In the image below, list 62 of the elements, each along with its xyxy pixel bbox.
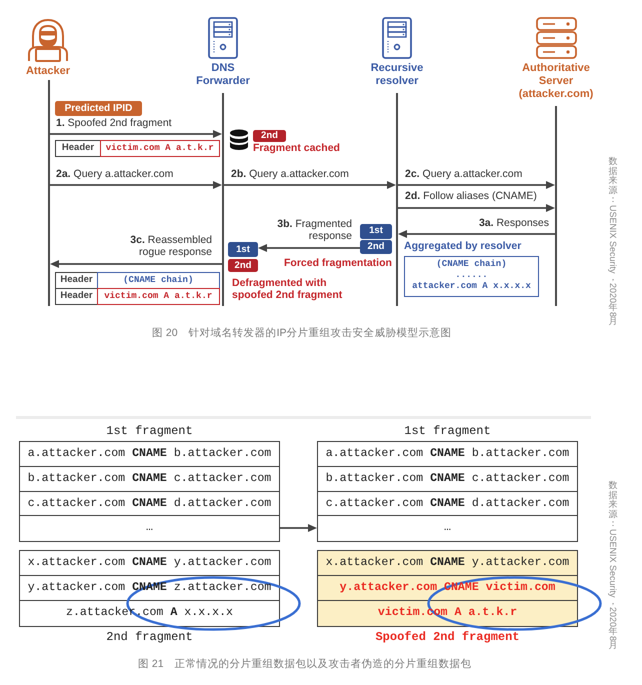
edge-label: 3b. Fragmented response [276, 218, 352, 242]
table-row: a.attacker.com CNAME b.attacker.com [317, 441, 578, 468]
arrow [398, 181, 555, 189]
table-heading: 2nd fragment [105, 630, 194, 644]
box-heading: Aggregated by resolver [404, 240, 522, 253]
edge-label: 3a. Responses [478, 217, 549, 229]
fragment-tag: 2nd [228, 259, 258, 272]
table-heading: 1st fragment [105, 424, 194, 438]
arrow [398, 230, 555, 238]
figure-caption: 图 21 正常情况的分片重组数据包以及攻击者伪造的分片重组数据包 [138, 657, 472, 671]
source-note: 数据来源：USENIX Security，2020年8月 [608, 157, 618, 327]
packet-field: victim.com A a.t.k.r [100, 140, 220, 157]
packet-field: Header [55, 288, 98, 304]
figure-caption: 图 20 针对域名转发器的IP分片重组攻击安全威胁模型示意图 [152, 326, 452, 340]
edge-label: 2a. Query a.attacker.com [56, 168, 174, 180]
arrow [280, 524, 317, 532]
source-note: 数据来源：USENIX Security，2020年8月 [608, 481, 618, 651]
edge-label: 3c. Reassembled rogue response [129, 234, 212, 258]
actor-name: Authoritative Server (attacker.com) [518, 62, 594, 101]
actor-name: Recursive resolver [370, 62, 424, 88]
arrow [50, 260, 222, 268]
table-heading: Spoofed 2nd fragment [374, 630, 521, 644]
table-row: c.attacker.com CNAME d.attacker.com [19, 490, 280, 517]
table-row: c.attacker.com CNAME d.attacker.com [317, 490, 578, 517]
packet-field: (CNAME chain) [96, 272, 220, 289]
table-heading: 1st fragment [403, 424, 492, 438]
actor-name: Attacker [24, 65, 72, 78]
note-text: Fragment cached [253, 142, 340, 154]
arrow [258, 244, 360, 252]
packet-field: victim.com A a.t.k.r [96, 288, 220, 304]
note-text: Defragmented with spoofed 2nd fragment [232, 277, 344, 301]
arrow [398, 204, 555, 212]
note-text: Forced fragmentation [284, 257, 392, 269]
arrow [50, 130, 222, 138]
table-row: a.attacker.com CNAME b.attacker.com [19, 441, 280, 468]
record-line: attacker.com A x.x.x.x [411, 281, 532, 292]
table-row: x.attacker.com CNAME y.attacker.com [19, 550, 280, 576]
lifeline [555, 106, 557, 306]
tag: Predicted IPID [55, 101, 142, 116]
edge-label: 2c. Query a.attacker.com [405, 168, 522, 180]
table-row: x.attacker.com CNAME y.attacker.com [317, 550, 578, 576]
fragment-tag: 1st [228, 242, 258, 257]
table-row: … [19, 515, 280, 542]
fragment-tag: 2nd [360, 240, 392, 254]
lifeline [48, 80, 50, 306]
fragment-tag: 2nd [253, 130, 286, 142]
table-row: b.attacker.com CNAME c.attacker.com [317, 466, 578, 492]
fragment-tag: 1st [360, 224, 392, 238]
table-row: b.attacker.com CNAME c.attacker.com [19, 466, 280, 492]
edge-label: 2d. Follow aliases (CNAME) [405, 190, 537, 202]
table-row: … [317, 515, 578, 542]
lifeline [396, 93, 398, 306]
arrow [50, 181, 222, 189]
lifeline [222, 93, 224, 306]
packet-field: Header [55, 140, 101, 157]
actor-name: DNS Forwarder [195, 62, 251, 88]
record-line: ...... [454, 270, 489, 281]
edge-label: 2b. Query a.attacker.com [231, 168, 349, 180]
record-line: (CNAME chain) [435, 259, 508, 270]
packet-field: Header [55, 272, 98, 289]
arrow [224, 181, 396, 189]
edge-label: 1. Spoofed 2nd fragment [56, 117, 172, 129]
